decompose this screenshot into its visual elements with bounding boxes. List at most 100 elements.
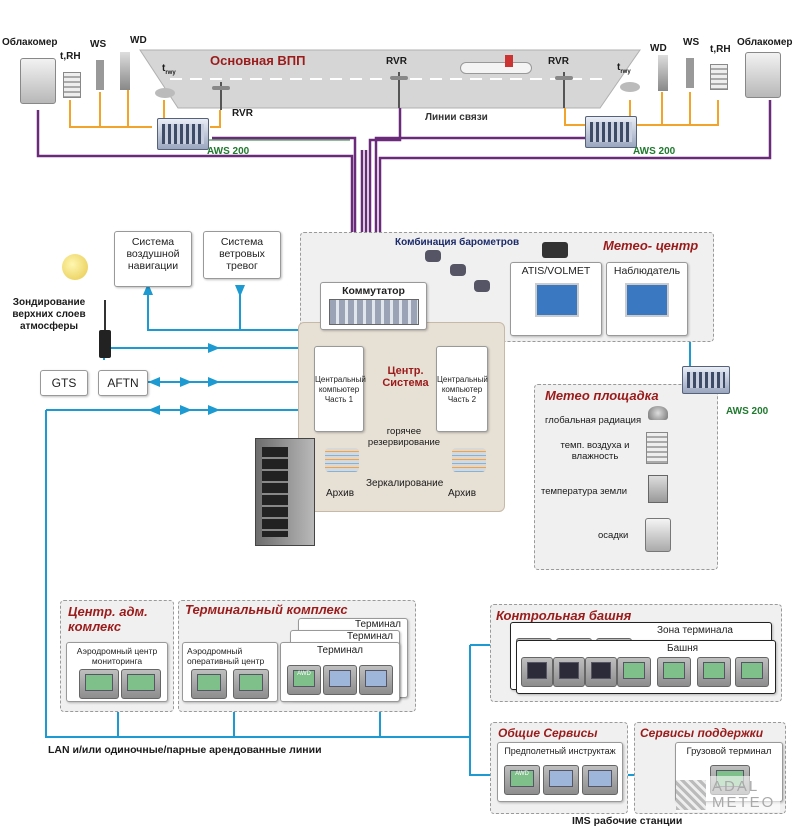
tower-label: Башня — [667, 643, 699, 654]
observer-label: Наблюдатель — [613, 265, 681, 277]
right-wd-label: WD — [650, 43, 667, 54]
monitor-icon: AWD — [504, 765, 540, 795]
ops-center-label: Аэродромный оперативный центр — [187, 646, 265, 666]
rvr-label-center: RVR — [386, 56, 407, 67]
archive-disk-icon — [325, 448, 359, 472]
barometer-icon — [474, 280, 490, 292]
archive-disk-icon — [452, 448, 486, 472]
comms-label: Линии связи — [425, 112, 488, 123]
airplane-tail-icon — [505, 55, 513, 67]
aftn-box: AFTN — [98, 370, 148, 396]
rwy-temp-icon — [620, 82, 640, 92]
rvr-label-right: RVR — [548, 56, 569, 67]
site-item-temp-humidity: темп. воздуха и влажность — [560, 440, 630, 462]
rvr-sensor-icon — [563, 72, 565, 108]
rvr-sensor-icon — [398, 72, 400, 108]
zone-label: Зона терминала — [657, 625, 733, 636]
aws-label-right: AWS 200 — [633, 146, 676, 157]
monitor-icon — [121, 669, 161, 699]
monitoring-box: Аэродромный центр мониторинга — [66, 642, 168, 702]
monitor-icon — [543, 765, 579, 795]
rvr-head-icon — [212, 86, 230, 90]
briefing-box: Предполетный инструктаж AWD — [497, 742, 623, 802]
computer1-box: Центральный компьютер Часть 1 — [314, 346, 366, 432]
wind-alarm-box: Система ветровых тревог — [203, 231, 281, 279]
phone-icon — [542, 242, 568, 258]
right-trh-label: t,RH — [710, 44, 731, 55]
atis-volmet-box: ATIS/VOLMET — [510, 262, 602, 336]
ops-center-box: Аэродромный оперативный центр — [182, 642, 278, 702]
monitor-icon — [233, 669, 269, 699]
airplane-icon — [460, 62, 532, 74]
archive2-label: Архив — [448, 488, 477, 499]
switch-box: Коммутатор — [320, 282, 427, 330]
tower-title: Контрольная башня — [496, 608, 632, 623]
logo-text-adal: ADAL — [712, 778, 760, 795]
aws-logger-icon — [585, 116, 637, 148]
wind-direction-icon — [120, 52, 130, 90]
briefing-label: Предполетный инструктаж — [504, 746, 616, 756]
monitor-icon — [582, 765, 618, 795]
rvr-head-icon — [390, 76, 408, 80]
site-item-soil-temp: температура земли — [541, 486, 628, 497]
monitor-icon — [553, 657, 585, 687]
site-item-precipitation: осадки — [598, 530, 629, 541]
rvr-label-left: RVR — [232, 108, 253, 119]
admin-title: Центр. адм. комлекс — [68, 604, 148, 634]
tower-box: Башня — [516, 640, 776, 694]
mirroring-label: Зеркалирование — [366, 478, 444, 489]
archive1-label: Архив — [326, 488, 355, 499]
wind-speed-icon — [686, 58, 694, 88]
aws-logger-icon — [157, 118, 209, 150]
pyranometer-icon — [648, 406, 668, 420]
radio-modem-icon — [99, 330, 111, 358]
rvr-head-icon — [555, 76, 573, 80]
trh-shield-icon — [63, 72, 81, 98]
rvr-sensor-icon — [220, 82, 222, 110]
right-ws-label: WS — [683, 37, 700, 48]
monitor-icon — [657, 657, 691, 687]
rain-gauge-icon — [645, 518, 671, 552]
ims-label: IMS рабочие станции — [572, 815, 683, 827]
left-trh-label: t,RH — [60, 51, 81, 62]
wind-speed-icon — [96, 60, 104, 90]
monitor-icon — [359, 665, 393, 695]
common-services-title: Общие Сервисы — [498, 726, 598, 740]
meteo-site-panel — [534, 384, 718, 570]
server-rack-icon — [255, 438, 315, 546]
atis-volmet-label: ATIS/VOLMET — [521, 265, 591, 277]
left-wd-label: WD — [130, 35, 147, 46]
balloon-icon — [62, 254, 88, 280]
right-ceilometer-label: Облакомер — [737, 37, 793, 48]
observer-box: Наблюдатель — [606, 262, 688, 336]
aws-label-site: AWS 200 — [726, 406, 769, 417]
logo-text-meteo: METEO — [712, 794, 776, 811]
lan-label: LAN и/или одиночные/парные арендованные … — [48, 744, 322, 756]
pc-monitor-icon — [535, 283, 579, 317]
air-navigation-box: Система воздушной навигации — [114, 231, 192, 287]
monitor-icon — [79, 669, 119, 699]
rwy-temp-icon — [155, 88, 175, 98]
soil-temp-icon — [648, 475, 668, 503]
monitoring-label: Аэродромный центр мониторинга — [76, 646, 158, 666]
monitor-icon — [191, 669, 227, 699]
monitor-icon — [585, 657, 617, 687]
barometer-icon — [425, 250, 441, 262]
support-services-title: Сервисы поддержки — [640, 726, 764, 740]
left-trwy-label: trwy — [162, 63, 176, 76]
sounding-label: Зондирование верхних слоев атмосферы — [12, 297, 86, 332]
left-ceilometer-label: Облакомер — [2, 37, 58, 48]
adal-meteo-logo: ADAL METEO — [676, 776, 780, 812]
central-system-label: Центр. Система — [382, 365, 429, 389]
hot-standby-label: горячее резервирование — [367, 426, 441, 448]
cargo-label: Грузовой терминал — [686, 746, 772, 757]
monitor-icon — [735, 657, 769, 687]
terminal-card-front: Терминал AWD — [280, 642, 400, 702]
pc-monitor-icon — [625, 283, 669, 317]
antenna-icon — [104, 300, 106, 330]
computer2-box: Центральный компьютер Часть 2 — [436, 346, 488, 432]
trh-shield-icon — [646, 432, 668, 464]
meteo-center-title: Метео- центр — [603, 238, 699, 253]
site-item-radiation: глобальная радиация — [545, 415, 642, 426]
aws-logger-icon — [682, 366, 730, 394]
